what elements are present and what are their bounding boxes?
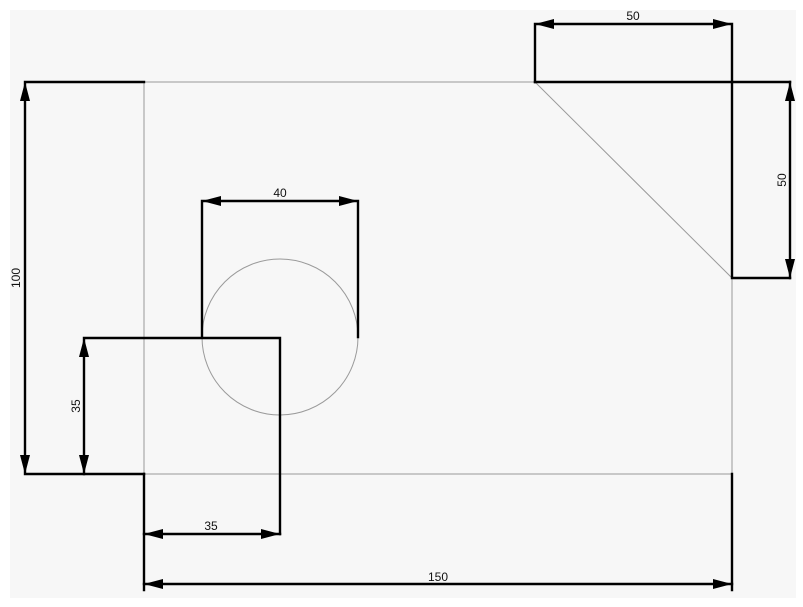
arrowhead xyxy=(713,19,732,29)
arrowhead xyxy=(261,529,280,539)
dimension-hole-diameter: 40 xyxy=(200,186,360,339)
dimension-total-width: 150 xyxy=(142,472,734,592)
arrowhead xyxy=(20,82,30,101)
dimension-label-total-height: 100 xyxy=(9,268,23,288)
dimension-label-hole-diameter: 40 xyxy=(273,186,287,200)
dimension-label-chamfer-height: 50 xyxy=(775,173,789,187)
arrowhead xyxy=(785,82,795,101)
arrowhead xyxy=(202,196,221,206)
dimension-label-chamfer-width: 50 xyxy=(626,9,640,23)
arrowhead xyxy=(144,529,163,539)
dimension-label-notch-width: 35 xyxy=(204,519,218,533)
dimension-label-total-width: 150 xyxy=(428,570,448,584)
arrowhead xyxy=(713,579,732,589)
dimension-chamfer-width: 50 xyxy=(533,9,734,84)
arrowhead xyxy=(79,338,89,357)
arrowhead xyxy=(79,455,89,474)
arrowhead xyxy=(535,19,554,29)
dimension-label-notch-height: 35 xyxy=(69,399,83,413)
paper-background xyxy=(10,10,796,598)
arrowhead xyxy=(339,196,358,206)
arrowhead xyxy=(144,579,163,589)
part-outline xyxy=(143,81,733,475)
dimension-chamfer-height: 50 xyxy=(533,80,795,280)
dimension-notch-height: 35 xyxy=(69,336,282,536)
arrowhead xyxy=(785,259,795,278)
dimension-notch-width: 35 xyxy=(142,472,282,592)
arrowhead xyxy=(20,455,30,474)
